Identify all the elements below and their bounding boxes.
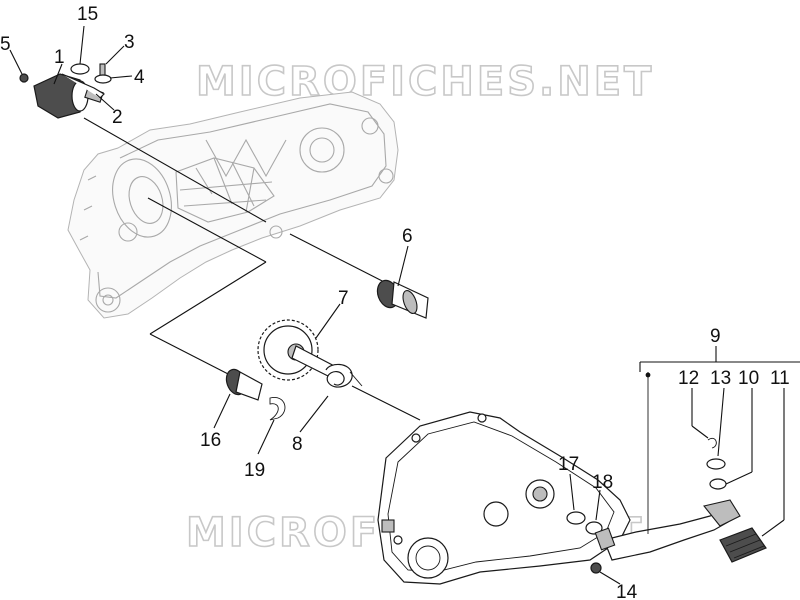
callout-9: 9 [710, 326, 721, 347]
driven-gear-7 [257, 319, 343, 381]
assembly-guide-lines [83, 117, 611, 537]
callout-5: 5 [0, 34, 11, 55]
callout-6: 6 [402, 226, 413, 247]
bolt-5 [19, 73, 29, 83]
callout-13: 13 [710, 368, 731, 389]
callout-2: 2 [112, 107, 123, 128]
pedal-rubber-11 [719, 527, 767, 563]
callout-10: 10 [738, 368, 759, 389]
washer-10 [709, 478, 727, 490]
spring-8 [325, 363, 363, 388]
starter-hardware [19, 63, 112, 84]
callout-1: 1 [54, 47, 65, 68]
callout-4: 4 [134, 67, 145, 88]
callout-7: 7 [338, 288, 349, 309]
circlip-19 [269, 397, 286, 421]
intermediate-gear-6 [376, 279, 429, 319]
callout-18: 18 [592, 472, 613, 493]
washer-13 [706, 458, 726, 470]
callout-numbers: 15 5 1 3 4 2 6 7 9 12 13 10 11 16 8 19 1… [0, 4, 790, 600]
callout-3: 3 [124, 32, 135, 53]
engine-crankcase-ghost [67, 91, 399, 319]
starter-motor [33, 73, 105, 119]
bushing-18 [585, 521, 603, 535]
clip-12 [707, 437, 717, 449]
o-ring-15 [70, 63, 90, 75]
starter-pinion-16 [225, 368, 263, 401]
group-bracket-9 [639, 346, 800, 378]
callout-12: 12 [678, 368, 699, 389]
callout-16: 16 [200, 430, 221, 451]
callout-17: 17 [558, 454, 579, 475]
callout-19: 19 [244, 460, 265, 481]
washer-4 [94, 74, 112, 84]
callout-15: 15 [77, 4, 98, 25]
callout-leader-lines [9, 25, 785, 585]
callout-8: 8 [292, 434, 303, 455]
kickstart-lever-9 [603, 372, 741, 561]
callout-14: 14 [616, 582, 638, 600]
kickstart-small-parts [566, 437, 727, 574]
bolt-14 [590, 562, 602, 574]
seal-17 [566, 511, 586, 525]
transmission-cover [377, 411, 631, 585]
watermark-top: MICROFICHES.NET [196, 59, 654, 105]
callout-11: 11 [770, 368, 790, 389]
